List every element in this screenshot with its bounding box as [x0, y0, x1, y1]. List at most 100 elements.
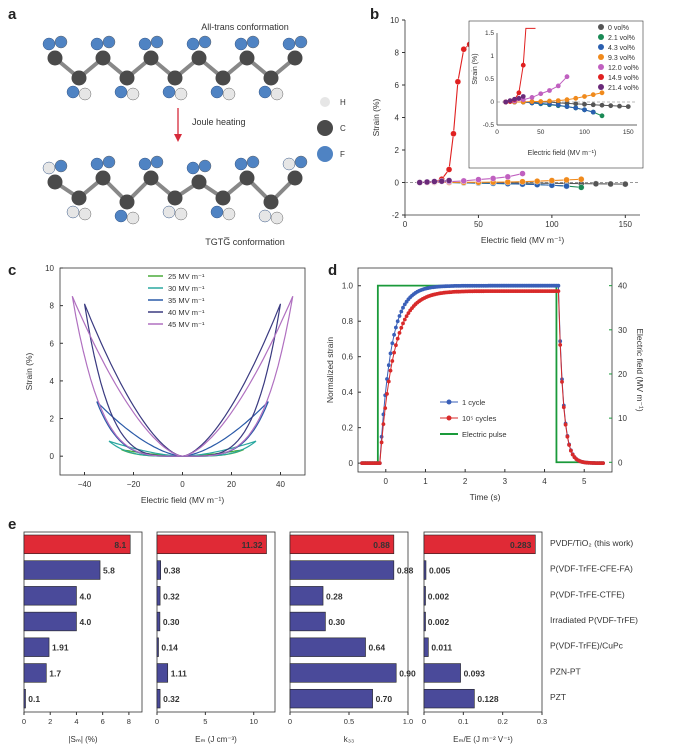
b-y-tick-label: 10	[390, 16, 399, 25]
d-y-tick-label: 0.6	[342, 353, 354, 362]
b-inset-y-tick-label: 0.5	[485, 76, 494, 83]
e-bar-label: 1.7	[49, 668, 61, 678]
d-strain-point	[569, 448, 573, 453]
panel-b-letter: b	[370, 6, 380, 23]
c-x-tick-label: −40	[78, 480, 92, 489]
c-legend-label: 35 MV m⁻¹	[168, 296, 205, 305]
b-inset-data-point	[573, 105, 579, 111]
e-bar	[423, 637, 429, 657]
e-bar	[423, 611, 426, 632]
b-inset-data-point	[538, 99, 544, 104]
all-trans-molecule-carbon-atom	[287, 50, 303, 66]
e-x-tick-label: 8	[127, 717, 131, 726]
e-bar	[289, 586, 324, 606]
b-legend-marker	[598, 24, 604, 30]
e-bar-label: 1.11	[171, 668, 187, 678]
tgtg-molecule-substituent-atom	[90, 157, 104, 171]
d-strain-point	[567, 443, 571, 447]
b-data-point	[607, 180, 614, 188]
all-trans-molecule-substituent-atom	[210, 85, 224, 99]
tgtg-molecule-substituent-atom	[66, 205, 80, 219]
b-data-point	[504, 173, 512, 181]
e-bar	[423, 534, 536, 555]
all-trans-molecule-carbon-atom	[239, 50, 255, 66]
b-data-point	[592, 180, 600, 188]
b-y-tick-label: 2	[395, 146, 400, 155]
b-inset-y-tick-label: 0	[490, 99, 494, 106]
d-strain-point	[392, 332, 396, 337]
b-data-point	[578, 176, 585, 183]
e-bar	[23, 534, 131, 555]
tgtg-molecule-substituent-atom	[102, 155, 116, 169]
e-x-tick-label: 0	[22, 717, 26, 726]
b-data-point	[445, 177, 453, 184]
e-bar	[289, 637, 366, 657]
d-x-tick-label: 0	[384, 477, 389, 486]
tgtg-molecule-substituent-atom	[270, 211, 284, 225]
e-x-axis-label: |Sₘ| (%)	[68, 735, 97, 744]
e-x-tick-label: 0	[155, 717, 159, 726]
b-data-point	[519, 170, 526, 177]
b-legend-marker	[598, 64, 604, 70]
tgtg-molecule-substituent-atom	[210, 205, 224, 219]
all-trans-molecule-carbon-atom	[119, 70, 135, 86]
tgtg-molecule-substituent-atom	[162, 205, 176, 219]
b-inset-data-point	[599, 102, 605, 108]
e-category-label: Irradiated P(VDF-TrFE)	[550, 615, 638, 625]
b-inset-y-label: Strain (%)	[472, 53, 479, 84]
d-strain-point	[399, 325, 404, 330]
e-bar	[23, 688, 26, 709]
c-loop-curve	[71, 295, 294, 457]
e-bar	[423, 560, 427, 580]
b-data-point	[519, 178, 526, 185]
d-x-tick-label: 1	[423, 477, 428, 486]
all-trans-molecule-substituent-atom	[294, 35, 308, 49]
b-inset-data-point	[520, 62, 526, 68]
b-inset-data-point	[599, 90, 605, 96]
e-bar-label: 5.8	[103, 566, 115, 576]
b-inset-x-tick-label: 100	[579, 129, 590, 136]
b-inset-data-point	[617, 103, 622, 109]
b-data-point	[563, 182, 570, 190]
e-bar	[23, 560, 101, 580]
d-y-tick-label: 0.8	[342, 317, 354, 326]
b-inset-data-point	[573, 95, 579, 101]
b-inset-data-point	[520, 94, 526, 99]
d-legend-label: 1 cycle	[462, 398, 485, 407]
tgtg-molecule-carbon-atom	[215, 190, 231, 206]
d-strain-point	[565, 434, 570, 439]
b-inset-y-tick-label: 1	[490, 53, 494, 60]
tgtg-molecule-carbon-atom	[239, 170, 255, 186]
tgtg-molecule-carbon-atom	[95, 170, 111, 186]
b-inset-frame	[468, 20, 644, 169]
c-x-axis-label: Electric field (MV m⁻¹)	[141, 495, 225, 505]
tgtg-molecule-carbon-atom	[71, 190, 87, 206]
c-x-tick-label: 40	[276, 480, 285, 489]
e-x-tick-label: 1.0	[403, 717, 413, 726]
panel-e-letter: e	[8, 516, 17, 533]
e-x-tick-label: 2	[48, 717, 52, 726]
b-inset-data-point	[503, 99, 509, 105]
b-legend-label: 2.1 vol%	[608, 35, 635, 42]
tgtg-molecule-substituent-atom	[258, 209, 272, 223]
all-trans-molecule-substituent-atom	[102, 35, 116, 49]
e-bar-label: 0.30	[163, 617, 180, 627]
all-trans-molecule-substituent-atom	[174, 87, 188, 101]
b-x-tick-label: 100	[545, 220, 559, 229]
all-trans-molecule-substituent-atom	[114, 85, 128, 99]
e-bar	[23, 586, 77, 606]
e-bar	[289, 560, 395, 580]
e-x-axis-label: k₃₃	[344, 735, 355, 744]
b-series-line	[419, 43, 470, 184]
tgtg-molecule-substituent-atom	[198, 159, 212, 173]
legend-atom-h	[320, 97, 330, 107]
tgtg-molecule-substituent-atom	[222, 207, 236, 221]
e-bar-label: 1.91	[52, 643, 69, 653]
e-bar-label: 8.1	[114, 540, 126, 550]
all-trans-molecule-substituent-atom	[234, 37, 248, 51]
e-bar	[156, 637, 159, 657]
d-strain-point	[560, 380, 564, 384]
joule-heating-arrowhead	[174, 134, 182, 142]
b-inset-data-point	[529, 95, 535, 100]
e-bar	[23, 663, 47, 683]
